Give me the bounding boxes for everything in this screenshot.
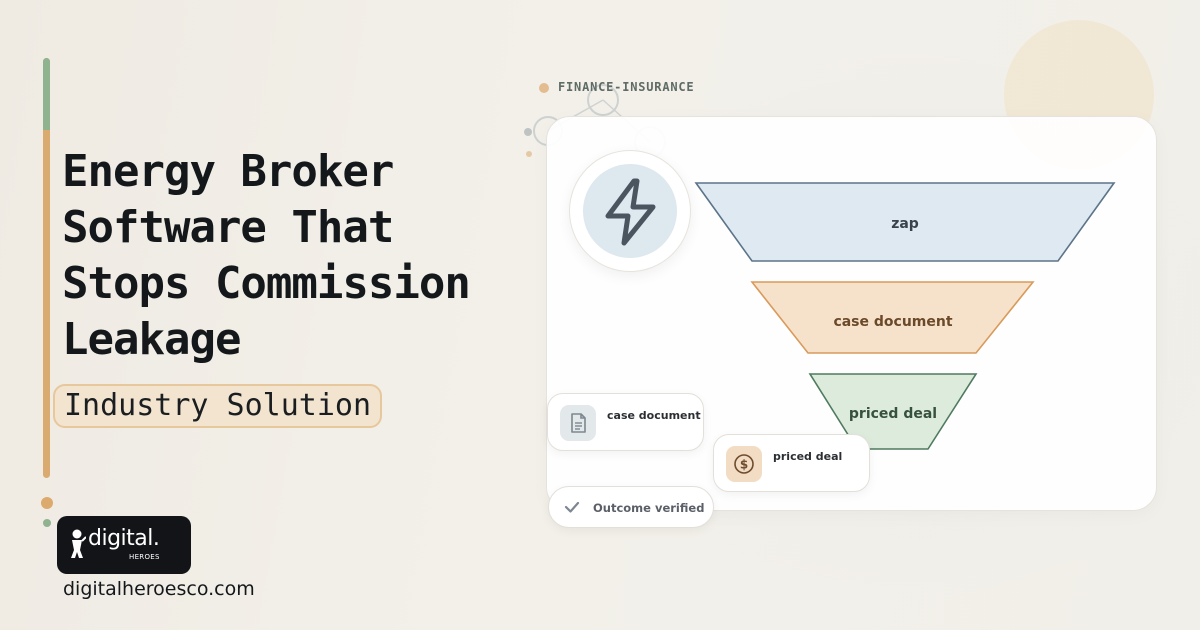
dollar-coin-icon: $ bbox=[734, 454, 754, 474]
website-link[interactable]: digitalheroesco.com bbox=[63, 578, 255, 600]
title-line-4: Leakage bbox=[62, 314, 241, 365]
decor-dot-green bbox=[43, 519, 51, 527]
checkmark-icon bbox=[564, 501, 580, 513]
chip-label: priced deal bbox=[773, 450, 843, 463]
eyebrow-dot bbox=[539, 83, 549, 93]
funnel-stage-3-label: priced deal bbox=[849, 406, 937, 422]
hero-figure-icon bbox=[71, 529, 86, 558]
category-tag: Industry Solution bbox=[53, 384, 383, 428]
svg-text:$: $ bbox=[740, 458, 748, 472]
chip-label: case document bbox=[607, 409, 701, 422]
hero-icon-circle bbox=[583, 164, 677, 258]
accent-bar bbox=[43, 58, 50, 478]
title-line-2: Software That bbox=[62, 202, 394, 253]
stage-chip-case-document[interactable]: case document bbox=[547, 393, 704, 451]
title-line-1: Energy Broker bbox=[62, 146, 394, 197]
logo-wordmark: digital. bbox=[88, 526, 160, 551]
funnel-stage-2-label: case document bbox=[833, 314, 952, 330]
funnel-stage-1 bbox=[694, 182, 1116, 262]
stage-chip-priced-deal[interactable]: $ priced deal bbox=[713, 434, 870, 492]
page-title: Energy Broker Software That Stops Commis… bbox=[62, 144, 542, 368]
brand-logo[interactable]: digital. HEROES bbox=[57, 516, 191, 574]
funnel-diagram: zap case document priced deal bbox=[694, 182, 1116, 450]
chip-label: Outcome verified bbox=[593, 501, 705, 515]
outcome-verified-chip[interactable]: Outcome verified bbox=[548, 486, 714, 528]
title-line-3: Stops Commission bbox=[62, 258, 471, 309]
document-icon bbox=[571, 413, 586, 433]
document-icon-box bbox=[560, 405, 596, 441]
funnel-stage-1-label: zap bbox=[891, 216, 919, 232]
industry-eyebrow: FINANCE-INSURANCE bbox=[558, 80, 695, 94]
lightning-bolt-icon bbox=[605, 178, 656, 246]
logo-subtext: HEROES bbox=[129, 553, 160, 561]
decor-dot-tan bbox=[41, 497, 53, 509]
dollar-icon-box: $ bbox=[726, 446, 762, 482]
funnel-stage-3 bbox=[808, 373, 978, 450]
funnel-stage-2 bbox=[750, 281, 1035, 354]
